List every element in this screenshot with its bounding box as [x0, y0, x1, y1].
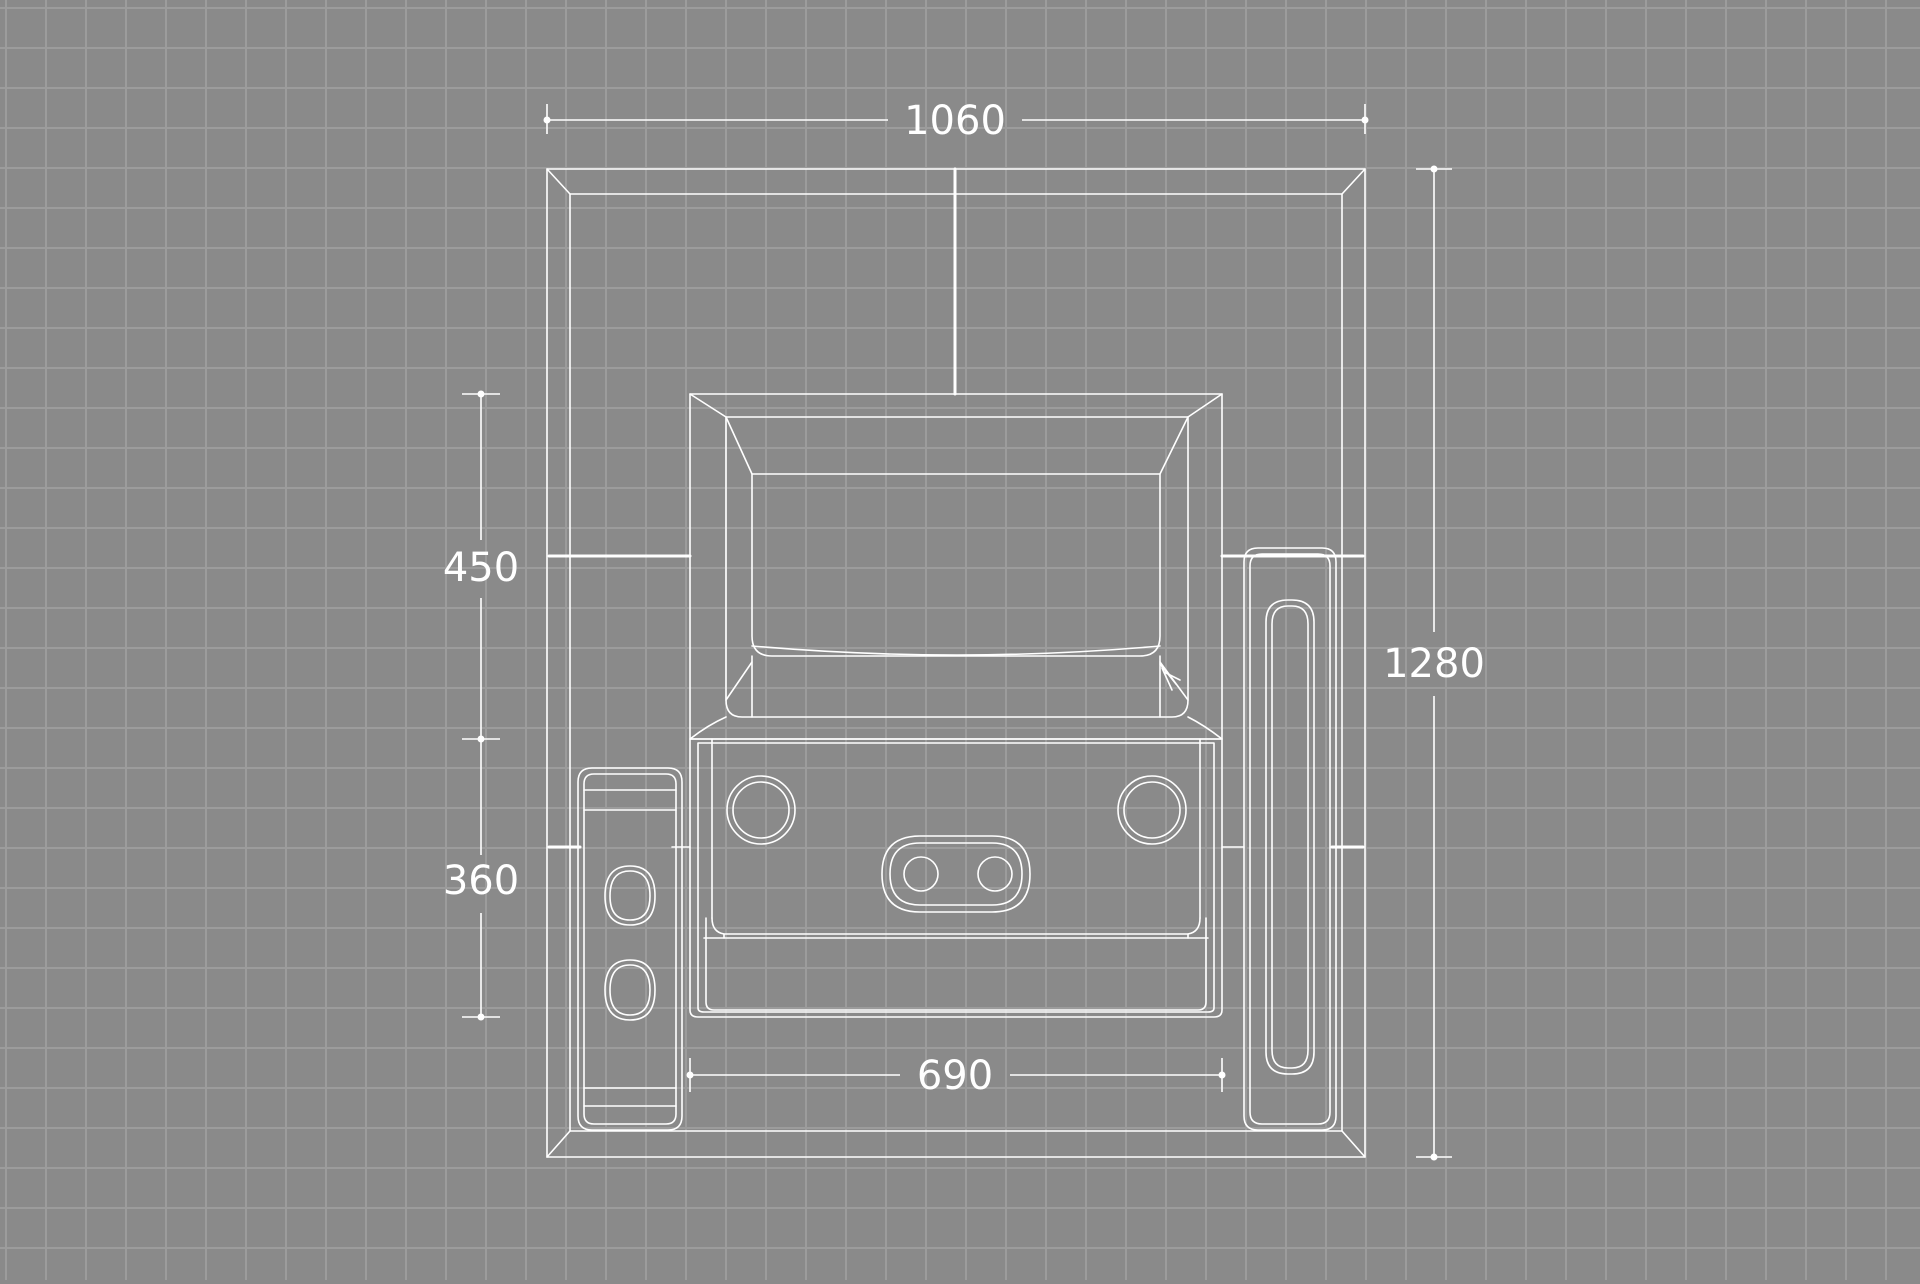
- lower-depth-label: 360: [443, 858, 519, 904]
- jet-left-icon: [726, 775, 796, 845]
- upper-depth-label: 450: [443, 545, 519, 591]
- dimension-inner-width: 690: [686, 1053, 1226, 1099]
- lower-tub: [689, 738, 1223, 1018]
- overall-depth-label: 1280: [1383, 641, 1485, 687]
- dimension-upper-depth: 450: [443, 390, 519, 739]
- drain-control-icon: [881, 835, 1031, 913]
- dimension-overall-width: 1060: [543, 98, 1369, 144]
- overall-width-label: 1060: [904, 98, 1006, 144]
- right-ledge: [1243, 547, 1337, 1131]
- inner-width-label: 690: [917, 1053, 993, 1099]
- dimension-lower-depth: 360: [443, 735, 519, 1021]
- left-ledge: [577, 767, 683, 1131]
- dimension-overall-depth: 1280: [1383, 165, 1485, 1161]
- jet-right-icon: [1117, 775, 1187, 845]
